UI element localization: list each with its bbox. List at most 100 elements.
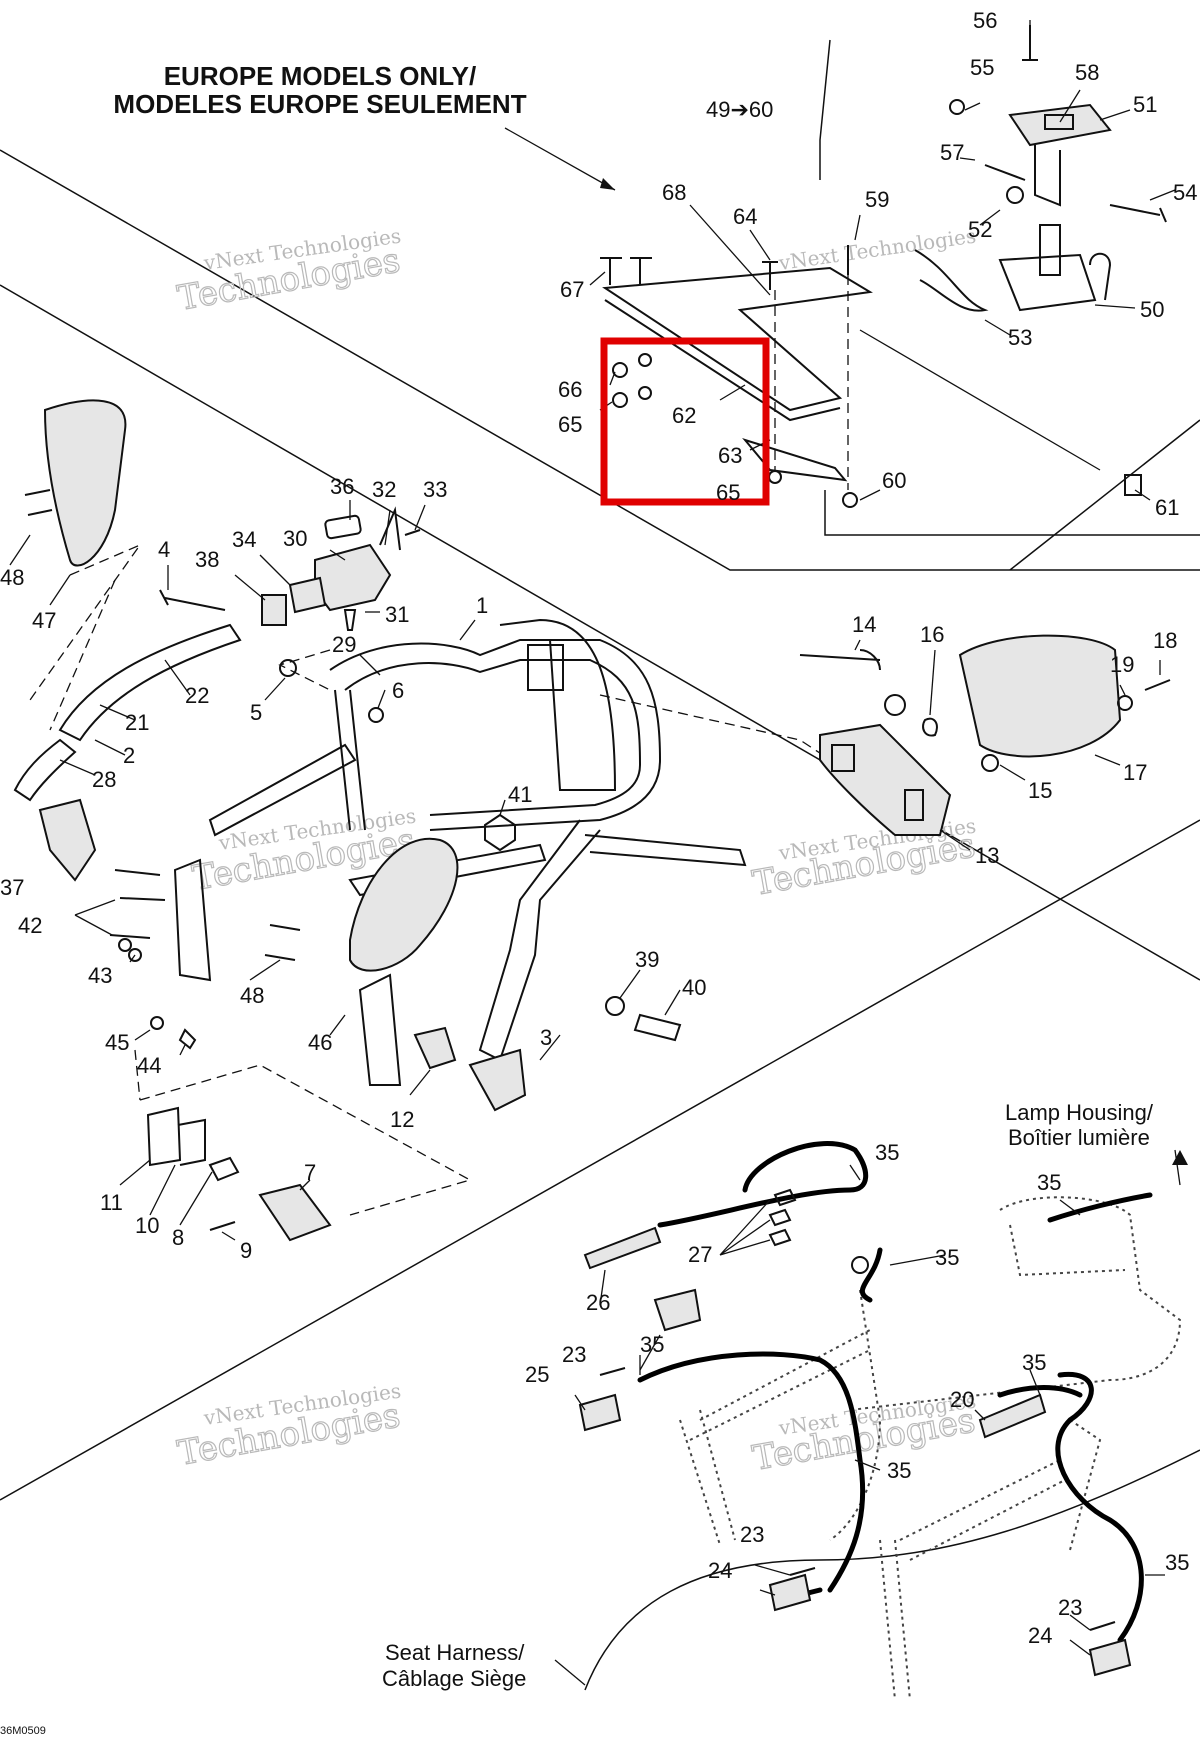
part-label: 53 — [1008, 325, 1032, 350]
part-label: 25 — [525, 1362, 549, 1387]
fasteners-middle — [74, 799, 682, 1096]
part-label: 68 — [662, 180, 686, 205]
part-label: 34 — [232, 527, 256, 552]
heading-line-2: MODELES EUROPE SEULEMENT — [113, 89, 526, 119]
part-label: 47 — [32, 608, 56, 633]
part-number-labels: 56 55 58 51 57 54 52 59 64 68 67 50 53 6… — [0, 8, 1197, 1648]
part-label: 63 — [718, 443, 742, 468]
part-label: 18 — [1153, 628, 1177, 653]
part-label: 35 — [1022, 1350, 1046, 1375]
part-label: 28 — [92, 767, 116, 792]
group-label: 49➔60 — [706, 97, 773, 122]
heading-arrow — [504, 127, 616, 191]
part-label: 24 — [1028, 1623, 1052, 1648]
part-label: 35 — [875, 1140, 899, 1165]
part-label: 67 — [560, 277, 584, 302]
part-label: 59 — [865, 187, 889, 212]
part-label: 15 — [1028, 778, 1052, 803]
part-label: 30 — [283, 526, 307, 551]
part-label: 62 — [672, 403, 696, 428]
part-label: 35 — [640, 1332, 664, 1357]
part-label: 6 — [392, 678, 404, 703]
part-label: 45 — [105, 1030, 129, 1055]
part-label: 65 — [716, 480, 740, 505]
part-label: 52 — [968, 217, 992, 242]
part-label: 61 — [1155, 495, 1179, 520]
part-label: 48 — [240, 983, 264, 1008]
figure-code: 36M0509 — [0, 1725, 46, 1737]
part-label: 11 — [100, 1190, 123, 1215]
tail-lamp-assembly — [799, 634, 1171, 851]
part-label: 23 — [562, 1342, 586, 1367]
part-label: 12 — [390, 1107, 414, 1132]
part-label: 58 — [1075, 60, 1099, 85]
part-label: 57 — [940, 140, 964, 165]
part-label: 5 — [250, 700, 262, 725]
wiring-harness — [554, 1141, 1188, 1701]
part-label: 13 — [975, 843, 999, 868]
part-label: 2 — [123, 743, 135, 768]
section-dividers — [0, 39, 1200, 1691]
part-label: 64 — [733, 204, 757, 229]
heading-arrowhead — [600, 178, 615, 190]
part-label: 32 — [372, 477, 396, 502]
seat-harness-label-en: Seat Harness/ — [385, 1640, 525, 1665]
bracket-kit — [119, 1049, 472, 1242]
part-label: 35 — [1037, 1170, 1061, 1195]
part-label: 9 — [240, 1238, 252, 1263]
part-label: 42 — [18, 913, 42, 938]
part-label: 27 — [688, 1242, 712, 1267]
callouts: Lamp Housing/ Boîtier lumière Seat Harne… — [0, 1100, 1154, 1737]
part-label: 41 — [508, 782, 532, 807]
part-label: 65 — [558, 412, 582, 437]
part-label: 60 — [882, 468, 906, 493]
part-label: 46 — [308, 1030, 332, 1055]
part-label: 43 — [88, 963, 112, 988]
part-label: 4 — [158, 537, 170, 562]
heading: EUROPE MODELS ONLY/ MODELES EUROPE SEULE… — [113, 61, 773, 191]
part-label: 55 — [970, 55, 994, 80]
part-label: 3 — [540, 1025, 552, 1050]
part-label: 54 — [1173, 180, 1197, 205]
part-label: 22 — [185, 683, 209, 708]
lamp-housing-label-fr: Boîtier lumière — [1008, 1125, 1150, 1150]
seat-harness-label-fr: Câblage Siège — [382, 1666, 526, 1691]
part-label: 7 — [304, 1160, 316, 1185]
part-label: 26 — [586, 1290, 610, 1315]
part-label: 40 — [682, 975, 706, 1000]
windshield-assembly — [9, 399, 142, 701]
part-label: 17 — [1123, 760, 1147, 785]
part-label: 37 — [0, 875, 24, 900]
highlight-box — [600, 337, 770, 506]
part-label: 56 — [973, 8, 997, 33]
part-label: 33 — [423, 477, 447, 502]
part-label: 10 — [135, 1213, 159, 1238]
part-label: 66 — [558, 377, 582, 402]
part-label: 1 — [476, 593, 488, 618]
part-label: 19 — [1110, 652, 1134, 677]
part-label: 29 — [332, 632, 356, 657]
heading-line-1: EUROPE MODELS ONLY/ — [164, 61, 477, 91]
part-label: 21 — [125, 710, 149, 735]
part-label: 23 — [1058, 1595, 1082, 1620]
part-label: 38 — [195, 547, 219, 572]
part-label: 39 — [635, 947, 659, 972]
part-label: 44 — [137, 1053, 161, 1078]
part-label: 31 — [385, 602, 409, 627]
rivet-56 — [1022, 25, 1038, 61]
part-label: 16 — [920, 622, 944, 647]
lamp-housing-label-en: Lamp Housing/ — [1005, 1100, 1154, 1125]
watermark-text: vNext Technologies — [776, 224, 977, 276]
part-label: 14 — [852, 612, 876, 637]
part-label: 20 — [950, 1387, 974, 1412]
part-label: 8 — [172, 1225, 184, 1250]
switch-assembly — [159, 500, 426, 723]
part-label: 35 — [935, 1245, 959, 1270]
part-label: 24 — [708, 1558, 732, 1583]
part-label: 35 — [1165, 1550, 1189, 1575]
europe-bracket-assembly — [589, 20, 1176, 508]
part-label: 51 — [1133, 92, 1157, 117]
part-label: 36 — [330, 474, 354, 499]
